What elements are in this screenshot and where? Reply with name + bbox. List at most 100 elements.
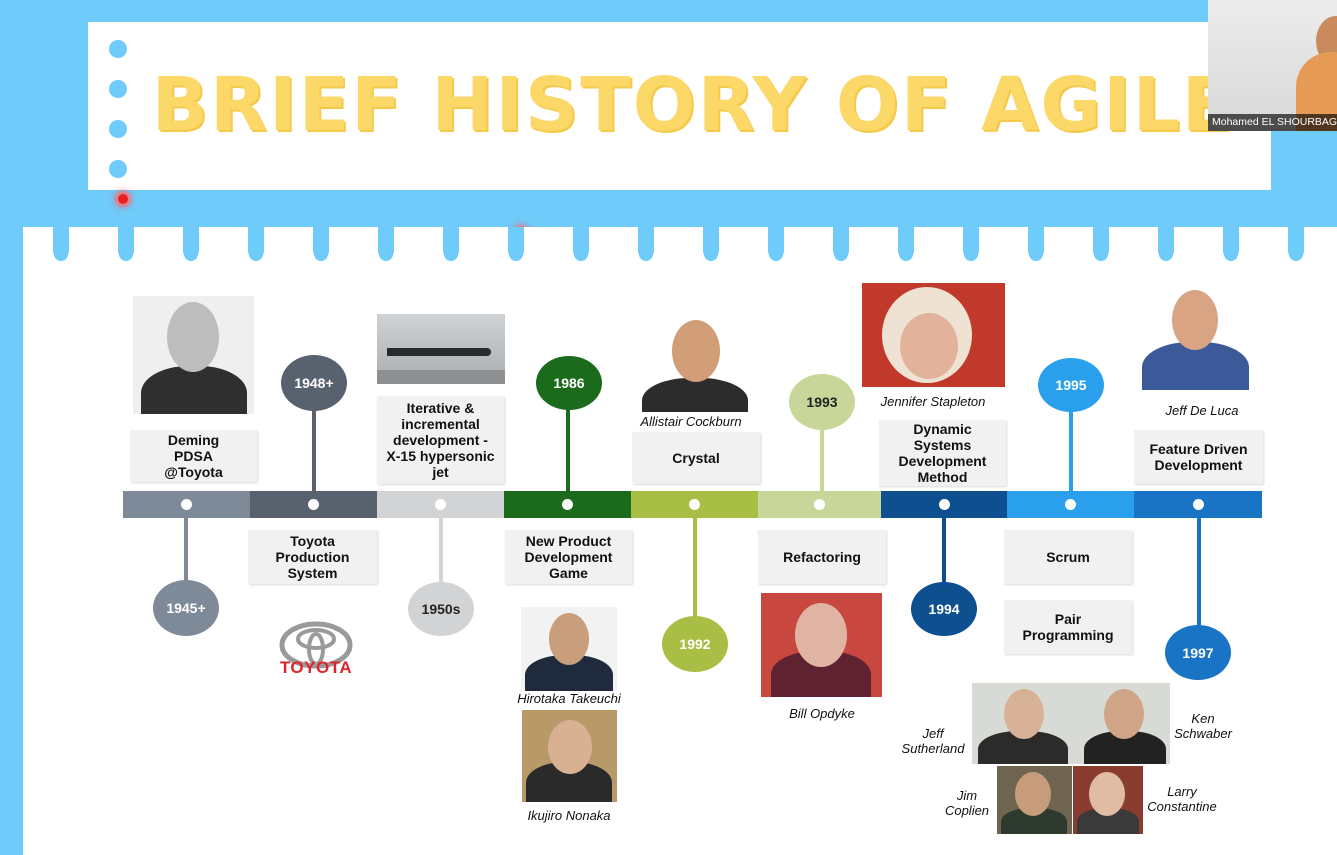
caption-cockburn: Allistair Cockburn xyxy=(640,414,742,429)
photo-deming xyxy=(133,296,254,414)
caption-constantine: Larry Constantine xyxy=(1147,784,1217,814)
panel-drip xyxy=(183,227,199,261)
runway xyxy=(377,370,505,384)
photo-face xyxy=(1015,772,1051,816)
caption-coplien: Jim Coplien xyxy=(944,788,990,818)
year-circle-1994: 1994 xyxy=(911,582,977,636)
timeline-segment-1986 xyxy=(504,491,631,518)
photo-stapleton xyxy=(862,283,1005,387)
timeline-dot xyxy=(1192,499,1204,510)
binder-hole xyxy=(109,160,127,178)
event-deming: Deming PDSA @Toyota xyxy=(130,430,257,482)
toyota-logo-icon xyxy=(279,621,353,669)
photo-coplien xyxy=(997,766,1072,834)
toyota-wordmark: TOYOTA xyxy=(279,658,353,677)
event-pair-programming: Pair Programming xyxy=(1004,600,1132,654)
caption-opdyke: Bill Opdyke xyxy=(789,706,855,721)
timeline-segment-1994 xyxy=(881,491,1007,518)
panel-drip xyxy=(378,227,394,261)
year-circle-1945: 1945+ xyxy=(153,580,219,636)
timeline-segment-1992 xyxy=(631,491,758,518)
panel-drip xyxy=(768,227,784,261)
year-circle-1950s: 1950s xyxy=(408,582,474,636)
photo-face xyxy=(548,720,592,774)
year-circle-1993: 1993 xyxy=(789,374,855,430)
caption-sutherland: Jeff Sutherland xyxy=(901,726,965,756)
timeline-segment-1993 xyxy=(758,491,881,518)
binder-hole xyxy=(109,120,127,138)
photo-face xyxy=(1004,689,1044,739)
event-fdd: Feature Driven Development xyxy=(1134,430,1263,484)
photo-body xyxy=(642,378,748,412)
photo-body xyxy=(1142,342,1249,390)
year-circle-1997: 1997 xyxy=(1165,625,1231,680)
panel-drip xyxy=(833,227,849,261)
year-circle-1995: 1995 xyxy=(1038,358,1104,412)
stem-1993 xyxy=(820,428,824,492)
panel-drip xyxy=(118,227,134,261)
timeline-dot xyxy=(938,499,950,510)
year-circle-1986: 1986 xyxy=(536,356,602,410)
webcam-tile[interactable]: Mohamed EL SHOURBAGY xyxy=(1208,0,1337,131)
timeline-dot xyxy=(814,499,825,510)
timeline-dot xyxy=(689,499,700,510)
photo-face xyxy=(549,613,589,665)
photo-takeuchi xyxy=(521,607,617,691)
event-scrum: Scrum xyxy=(1004,530,1132,584)
title-card: BRIEF HISTORY OF AGILE xyxy=(88,22,1271,190)
jet-shape xyxy=(387,348,491,356)
timeline-dot xyxy=(1065,499,1076,510)
timeline-segment-1950s xyxy=(377,491,504,518)
event-iterative: Iterative & incremental development - X-… xyxy=(377,396,504,484)
photo-opdyke xyxy=(761,593,882,697)
event-refactoring: Refactoring xyxy=(758,530,886,584)
laser-pointer-dot xyxy=(118,194,128,204)
panel-drip xyxy=(1223,227,1239,261)
caption-nonaka: Ikujiro Nonaka xyxy=(527,808,611,823)
panel-drip xyxy=(53,227,69,261)
stem-1992 xyxy=(693,518,697,618)
caption-schwaber: Ken Schwaber xyxy=(1174,711,1232,741)
caption-takeuchi: Hirotaka Takeuchi xyxy=(517,691,621,706)
slide-title: BRIEF HISTORY OF AGILE xyxy=(151,62,1235,148)
timeline-dot xyxy=(181,499,192,510)
photo-face xyxy=(167,302,219,372)
panel-drip xyxy=(963,227,979,261)
panel-drip xyxy=(573,227,589,261)
event-toyota-production: Toyota Production System xyxy=(248,530,377,584)
stem-1997 xyxy=(1197,518,1201,626)
photo-face xyxy=(1104,689,1144,739)
photo-constantine xyxy=(1073,766,1143,834)
panel-drip xyxy=(638,227,654,261)
panel-drip xyxy=(1028,227,1044,261)
photo-deluca xyxy=(1140,288,1251,390)
timeline-dot xyxy=(435,499,446,510)
photo-body xyxy=(141,366,247,414)
stem-1948 xyxy=(312,408,316,492)
webcam-participant-name: Mohamed EL SHOURBAGY xyxy=(1208,114,1337,131)
panel-drip xyxy=(1288,227,1304,261)
panel-drip xyxy=(703,227,719,261)
panel-drip xyxy=(313,227,329,261)
photo-cockburn xyxy=(636,316,754,412)
timeline-segment-1948 xyxy=(250,491,377,518)
panel-drip xyxy=(248,227,264,261)
timeline-dot xyxy=(562,499,573,510)
timeline-segment-1945 xyxy=(123,491,250,518)
stem-1950s xyxy=(439,518,443,584)
panel-drip xyxy=(1158,227,1174,261)
timeline-segment-1995 xyxy=(1007,491,1134,518)
stem-1995 xyxy=(1069,410,1073,492)
event-dsdm: Dynamic Systems Development Method xyxy=(879,420,1006,486)
photo-sutherland-schwaber xyxy=(972,683,1170,764)
year-circle-1992: 1992 xyxy=(662,616,728,672)
panel-drip xyxy=(508,227,524,261)
timeline-segment-1997 xyxy=(1134,491,1262,518)
stem-1986 xyxy=(566,408,570,492)
caption-stapleton: Jennifer Stapleton xyxy=(880,394,986,409)
panel-drip xyxy=(443,227,459,261)
stem-1945 xyxy=(184,518,188,582)
photo-face xyxy=(900,313,958,379)
photo-face xyxy=(1089,772,1125,816)
photo-face xyxy=(795,603,847,667)
